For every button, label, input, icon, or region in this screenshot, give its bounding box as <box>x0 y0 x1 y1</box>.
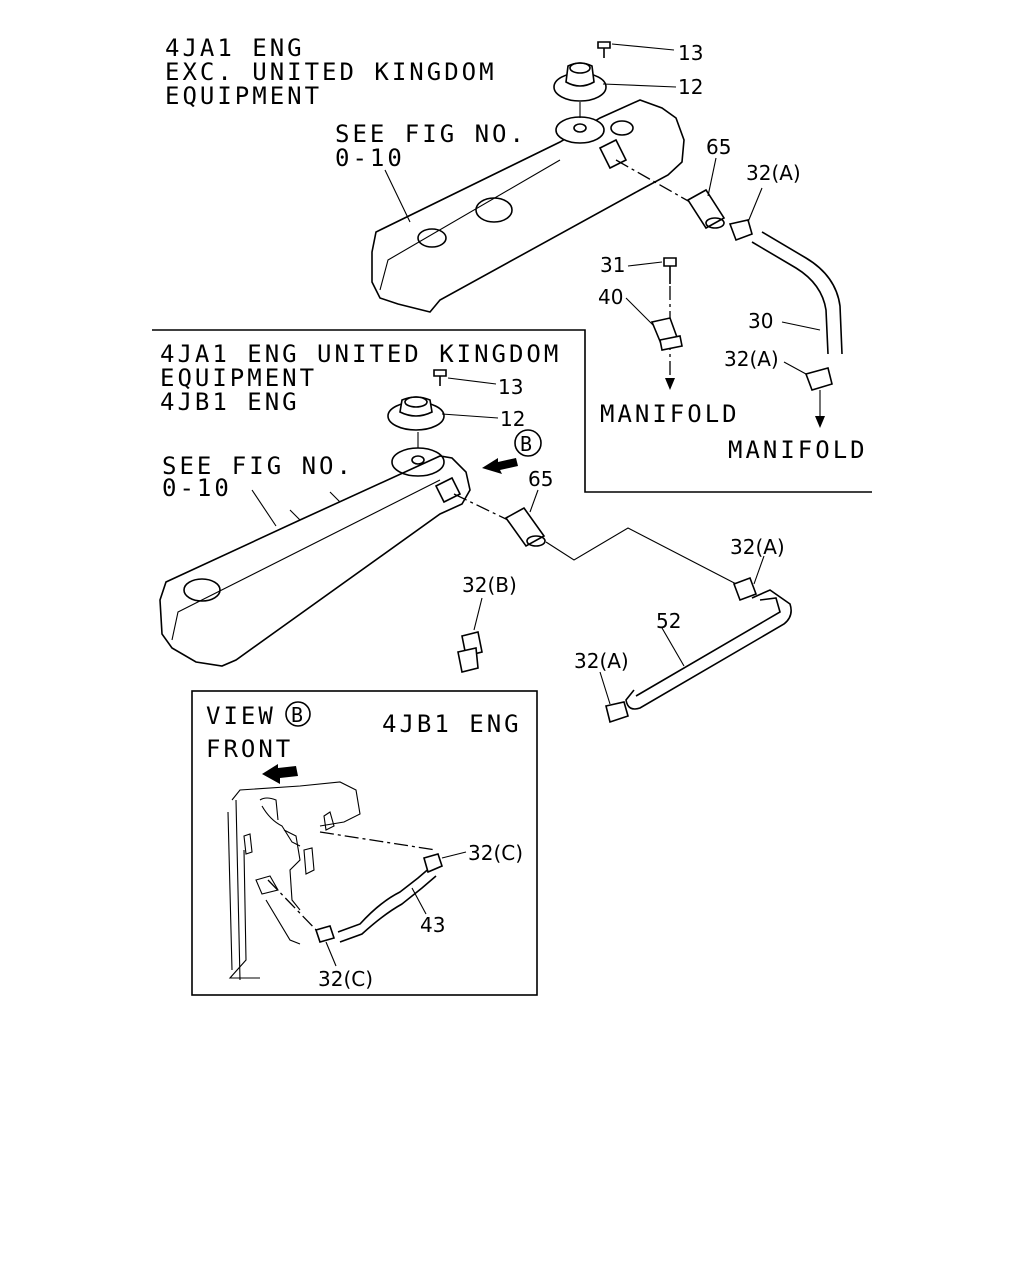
top-cap-12: 12 <box>553 62 703 144</box>
mid-view-marker-letter: B <box>520 432 532 456</box>
mid-rocker-cover <box>159 455 471 667</box>
view-b-marker: B <box>291 703 303 727</box>
mid-callout-65: 65 <box>528 467 553 491</box>
section-divider <box>152 329 872 493</box>
mid-callout-32b: 32(B) <box>462 573 517 597</box>
top-see-fig-line-1: SEE FIG NO. <box>335 120 527 148</box>
arrow-icon <box>262 764 298 784</box>
top-callout-12: 12 <box>678 75 703 99</box>
top-see-fig: SEE FIG NO. 0-10 <box>335 120 527 223</box>
view-b-title: VIEW <box>206 702 276 730</box>
top-callout-65: 65 <box>706 135 731 159</box>
top-pipe-65: 65 32(A) <box>598 135 801 242</box>
top-callout-13: 13 <box>678 41 703 65</box>
circle-b-icon <box>285 701 311 727</box>
mid-view-marker: B <box>482 429 542 474</box>
view-b-engine: 4JB1 ENG <box>382 710 522 738</box>
mid-header-line-1: 4JA1 ENG UNITED KINGDOM <box>160 340 561 368</box>
top-bracket-40: 31 40 MANIFOLD <box>598 253 740 428</box>
mid-header-line-2: EQUIPMENT <box>160 364 317 392</box>
mid-callout-13: 13 <box>498 375 523 399</box>
top-bolt-13: 13 <box>597 41 703 65</box>
top-hose-30: 30 32(A) MANIFOLD <box>724 231 868 464</box>
mid-see-fig-line-1: SEE FIG NO. <box>162 452 354 480</box>
mid-callout-32a-2: 32(A) <box>574 649 629 673</box>
view-b-callout-32c-1: 32(C) <box>468 841 523 865</box>
view-b-callout-32c-2: 32(C) <box>318 967 373 991</box>
top-header-line-2: EXC. UNITED KINGDOM <box>165 58 497 86</box>
mid-callout-32a: 32(A) <box>730 535 785 559</box>
mid-callout-52: 52 <box>656 609 681 633</box>
top-callout-40: 40 <box>598 285 623 309</box>
view-b-front: FRONT <box>206 735 293 763</box>
mid-bolt-13: 13 <box>433 369 523 399</box>
top-see-fig-line-2: 0-10 <box>335 144 405 172</box>
mid-cap-12: 12 <box>387 396 525 477</box>
mid-see-fig-line-2: 0-10 <box>162 474 232 502</box>
top-callout-32a-2: 32(A) <box>724 347 779 371</box>
top-callout-32a: 32(A) <box>746 161 801 185</box>
mid-callout-12: 12 <box>500 407 525 431</box>
arrow-icon <box>482 458 518 474</box>
mid-header: 4JA1 ENG UNITED KINGDOM EQUIPMENT 4JB1 E… <box>160 340 561 416</box>
top-header-line-3: EQUIPMENT <box>165 82 322 110</box>
view-b-callout-43: 43 <box>420 913 445 937</box>
top-callout-31: 31 <box>600 253 625 277</box>
mid-header-line-3: 4JB1 ENG <box>160 388 300 416</box>
top-header-line-1: 4JA1 ENG <box>165 34 305 62</box>
top-manifold-2: MANIFOLD <box>728 436 868 464</box>
mid-hose-52: 32(A) 52 32(A) <box>574 535 792 724</box>
view-b-box: VIEW B 4JB1 ENG FRONT 32(C) 43 32(C) <box>191 690 538 996</box>
mid-clamp-32b: 32(B) <box>457 573 517 673</box>
mid-see-fig: SEE FIG NO. 0-10 <box>162 452 354 527</box>
mid-pipe-65: 65 <box>434 467 745 589</box>
top-callout-30: 30 <box>748 309 773 333</box>
top-manifold-1: MANIFOLD <box>600 400 740 428</box>
circle-b-icon <box>514 429 542 457</box>
top-header: 4JA1 ENG EXC. UNITED KINGDOM EQUIPMENT <box>165 34 497 110</box>
